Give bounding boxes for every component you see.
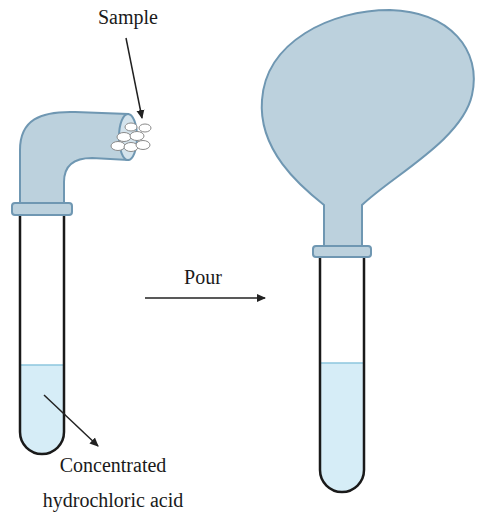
acid-leader: [44, 395, 98, 446]
right-test-tube: [320, 256, 364, 492]
sample-leader: [126, 38, 142, 118]
pour-arrow: [145, 297, 265, 299]
part-label: Sample: [68, 4, 188, 30]
left-test-tube: [20, 214, 64, 454]
right-balloon: [262, 10, 474, 257]
action-label: Pour: [153, 264, 253, 290]
left-balloon: [12, 112, 137, 215]
sample-pieces: [111, 123, 151, 152]
part-label: Concentrated hydrochloric acid: [26, 448, 201, 518]
